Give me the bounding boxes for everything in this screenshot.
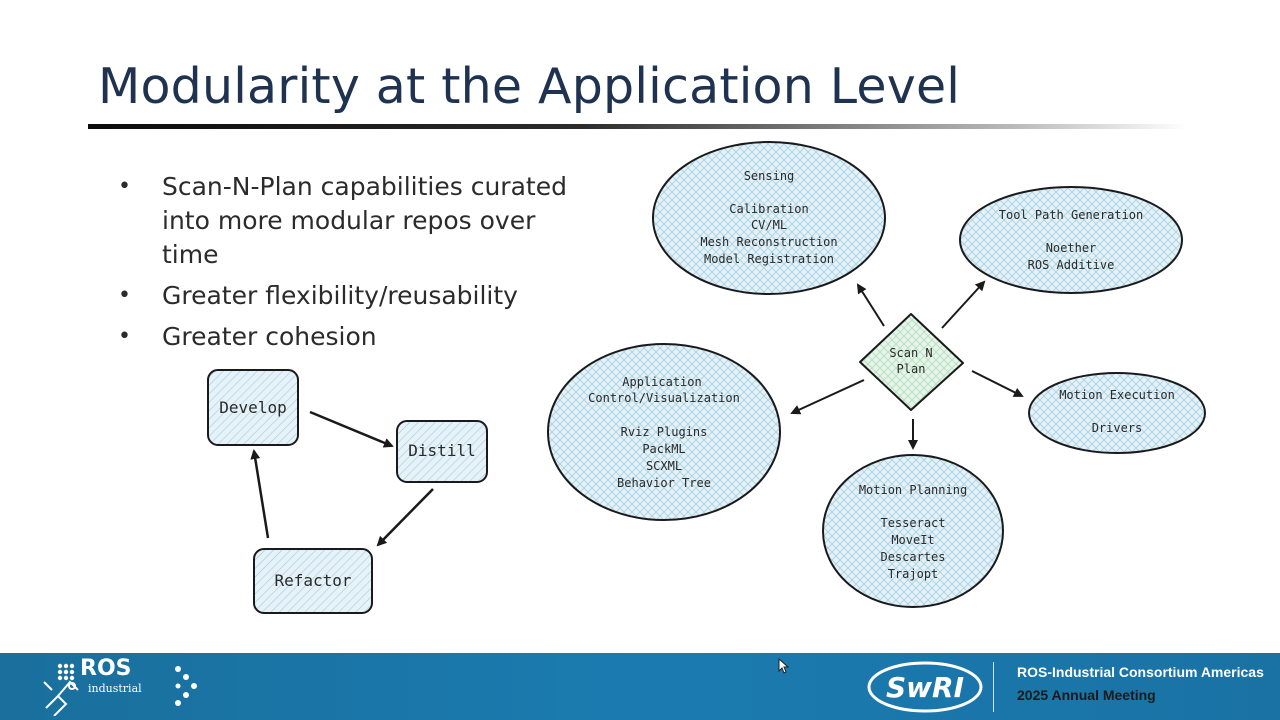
footer-divider [993, 662, 994, 712]
ros-logo-subtext: industrial [88, 682, 142, 695]
toolpath-item: ROS Additive [1028, 258, 1115, 272]
application-subtitle: Control/Visualization [588, 391, 740, 405]
bullet-dot-icon: • [118, 174, 131, 199]
ros-industrial-logo-icon [43, 663, 79, 716]
bullet-item: • Greater flexibility/reusability [118, 279, 588, 313]
sensing-item: Model Registration [704, 252, 834, 266]
scan-n-plan-hub: Scan N Plan [859, 313, 964, 411]
motion-execution-bubble: Motion Execution Drivers [1028, 372, 1206, 454]
arrow-distill-to-refactor [376, 488, 434, 547]
bullet-item: • Scan-N-Plan capabilities curated into m… [118, 170, 588, 272]
arrow-hub-to-motion-execution [971, 370, 1024, 397]
toolpath-bubble: Tool Path Generation Noether ROS Additiv… [959, 186, 1183, 294]
arrow-develop-to-distill [309, 410, 394, 448]
arrow-hub-to-sensing [856, 283, 885, 327]
meeting-name: 2025 Annual Meeting [1017, 687, 1156, 703]
motion-planning-item: Trajopt [888, 567, 939, 581]
motion-execution-item: Drivers [1092, 421, 1143, 435]
bullet-text: Scan-N-Plan capabilities curated into mo… [162, 172, 567, 269]
sensing-item: Mesh Reconstruction [700, 235, 837, 249]
motion-planning-item: Descartes [880, 550, 945, 564]
motion-planning-bubble: Motion Planning Tesseract MoveIt Descart… [822, 454, 1004, 608]
title-underline [88, 124, 1188, 129]
arrow-hub-to-toolpath [941, 280, 986, 329]
slide-title: Modularity at the Application Level [98, 58, 961, 115]
diagram-canvas: Develop Distill Refactor Sensing Calibra… [207, 141, 1206, 614]
bullet-item: • Greater cohesion [118, 320, 588, 354]
mouse-cursor-icon [778, 658, 790, 674]
swri-logo-icon: SwRI [867, 661, 983, 713]
sensing-item: Calibration [729, 202, 808, 216]
bullet-text: Greater flexibility/reusability [162, 281, 518, 310]
distill-label: Distill [408, 441, 475, 460]
motion-planning-title: Motion Planning [859, 483, 967, 497]
footer-bar [0, 653, 1280, 720]
ros-logo-text: ROS [80, 656, 132, 681]
develop-label: Develop [219, 398, 286, 417]
bullet-dot-icon: • [118, 324, 131, 349]
application-item: SCXML [646, 459, 682, 473]
application-item: Rviz Plugins [621, 425, 708, 439]
bullet-text: Greater cohesion [162, 322, 377, 351]
toolpath-title: Tool Path Generation [999, 208, 1144, 222]
bullet-dot-icon: • [118, 283, 131, 308]
sensing-title: Sensing [744, 169, 795, 183]
hub-label-line2: Plan [897, 362, 926, 376]
application-item: PackML [642, 442, 685, 456]
motion-planning-item: MoveIt [891, 533, 934, 547]
develop-box: Develop [207, 369, 299, 446]
sensing-item: CV/ML [751, 218, 787, 232]
application-bubble: Application Control/Visualization Rviz P… [547, 343, 781, 521]
bullet-list: • Scan-N-Plan capabilities curated into m… [118, 170, 588, 361]
toolpath-item: Noether [1046, 241, 1097, 255]
swri-logo-text: SwRI [886, 671, 964, 704]
application-item: Behavior Tree [617, 476, 711, 490]
consortium-name: ROS-Industrial Consortium Americas [1017, 664, 1264, 680]
arrow-refactor-to-develop [250, 449, 270, 539]
dots-arrow-icon [175, 666, 197, 706]
distill-box: Distill [396, 420, 488, 483]
motion-execution-title: Motion Execution [1059, 388, 1175, 402]
hub-label-line1: Scan N [889, 346, 932, 360]
application-title: Application [622, 375, 701, 389]
sensing-bubble: Sensing Calibration CV/ML Mesh Reconstru… [652, 141, 886, 295]
arrow-hub-to-application [790, 379, 865, 415]
refactor-box: Refactor [253, 548, 373, 614]
refactor-label: Refactor [274, 571, 351, 590]
motion-planning-item: Tesseract [880, 516, 945, 530]
